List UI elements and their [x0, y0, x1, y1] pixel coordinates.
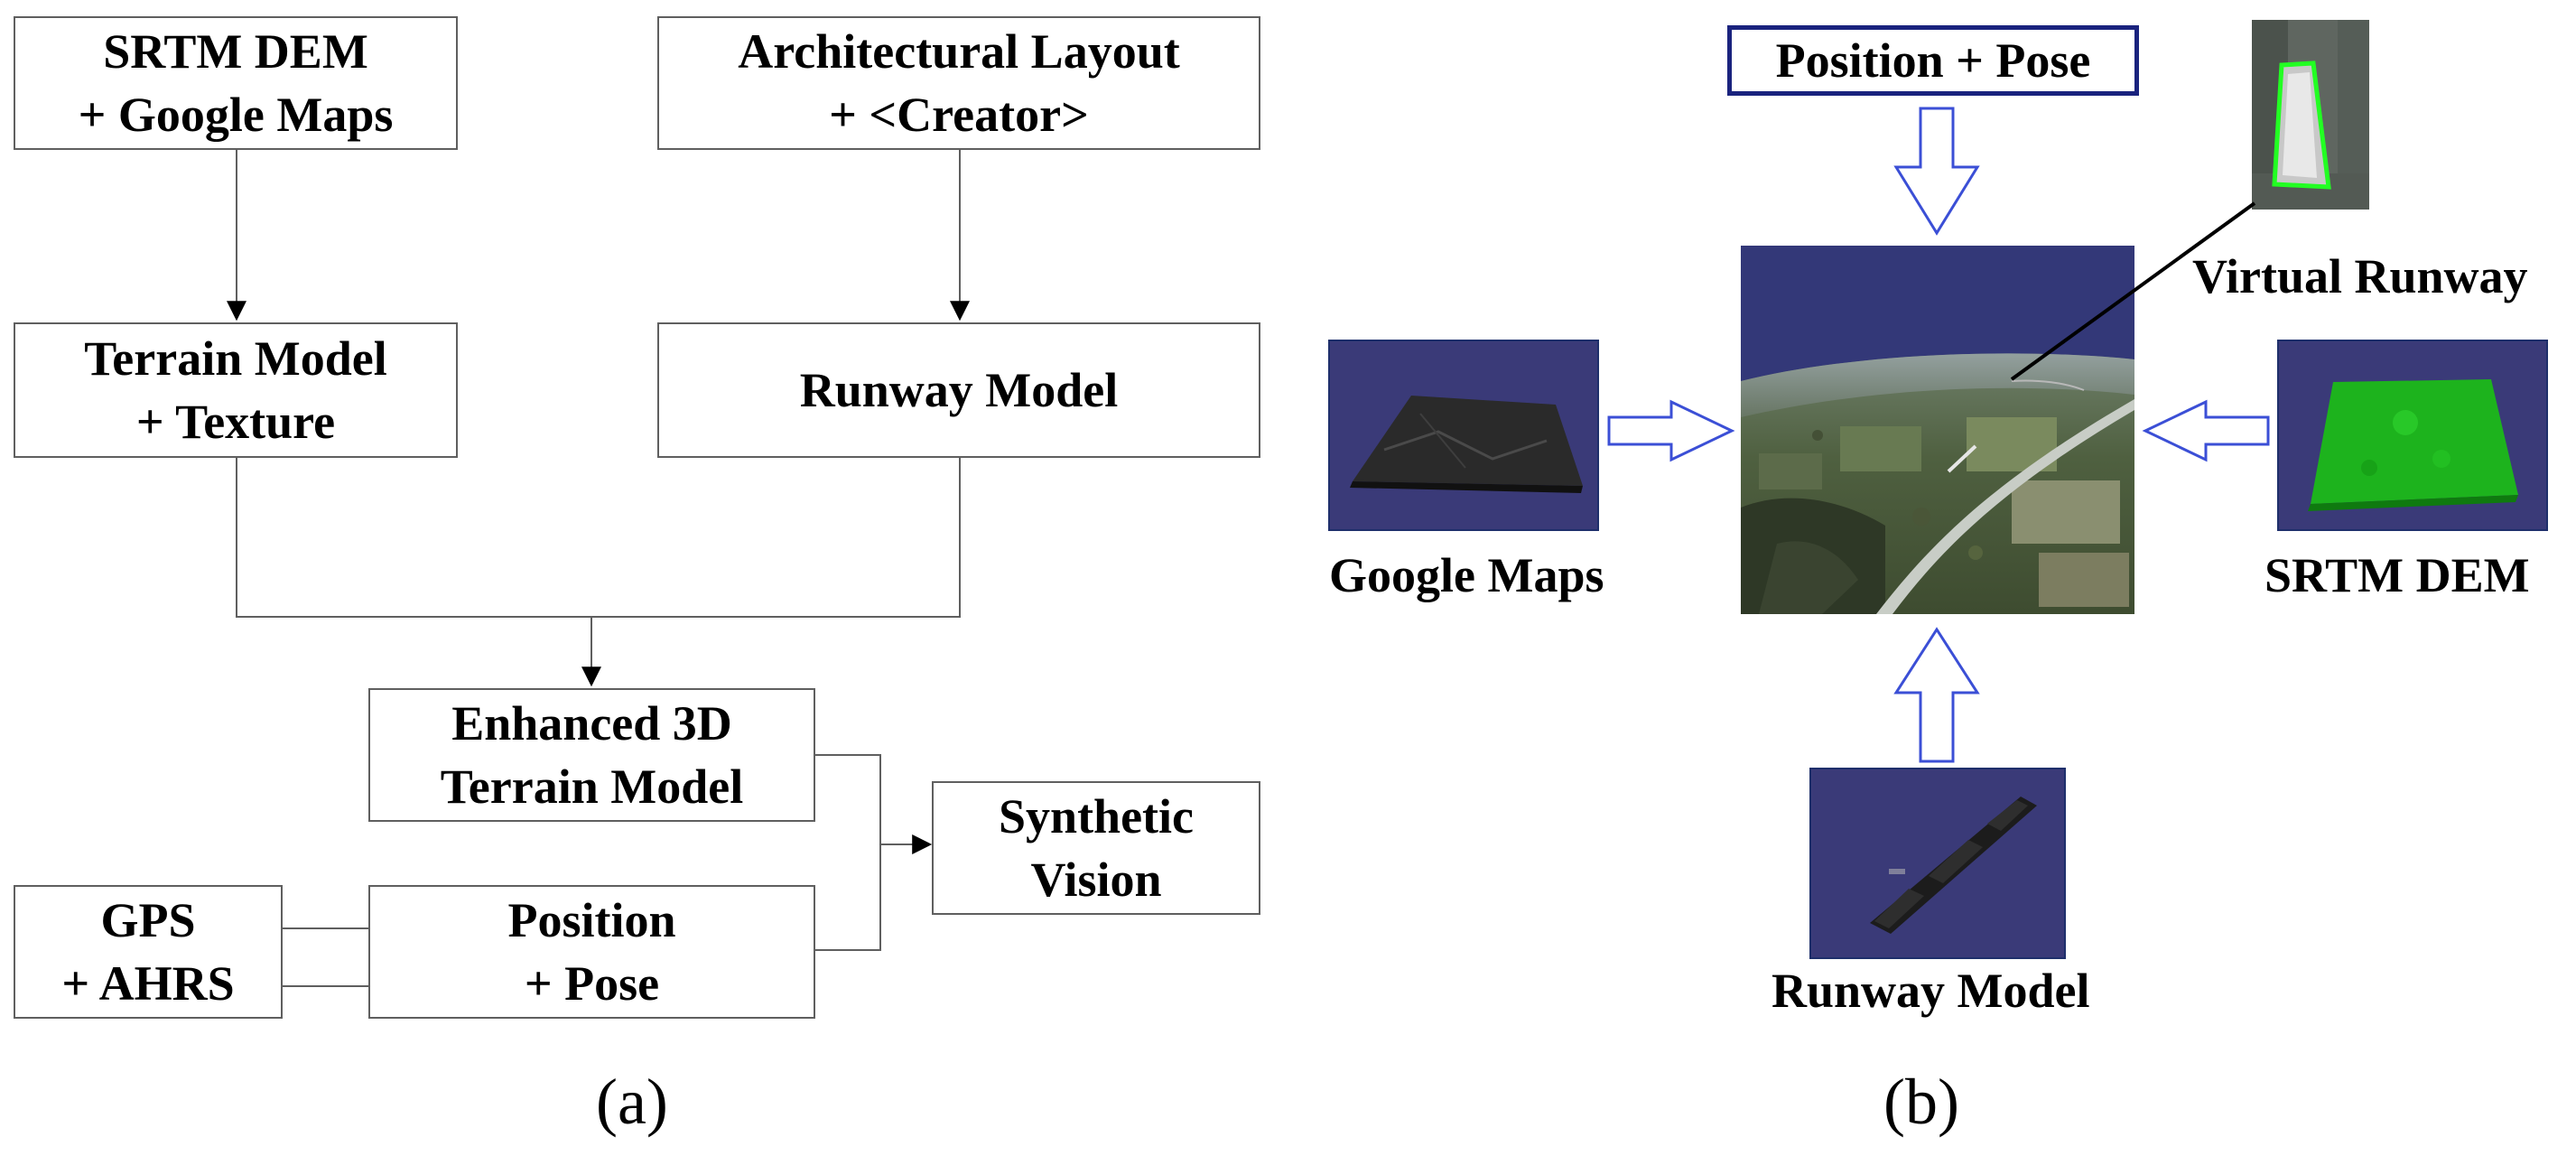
virtual-runway-image: [2252, 20, 2369, 210]
box-terrain-model: Terrain Model + Texture: [14, 322, 458, 458]
arrow-srtm-left: [2142, 399, 2270, 462]
srtm-dem-image: [2279, 341, 2546, 529]
google-maps-image: [1330, 341, 1597, 529]
position-pose-box: Position + Pose: [1727, 25, 2139, 96]
caption-b: (b): [1883, 1066, 1959, 1138]
box-runway-model-line1: Runway Model: [799, 363, 1119, 417]
virtual-runway-label: Virtual Runway: [2192, 249, 2528, 303]
box-position-pose-line2: + Pose: [524, 956, 660, 1011]
box-architectural-layout-line2: + <Creator>: [829, 88, 1089, 142]
connector-pose-to-vision: [815, 844, 881, 951]
box-gps-ahrs-line2: + AHRS: [61, 956, 235, 1011]
arrow-pose-down: [1893, 107, 1980, 236]
synthetic-view-image: [1741, 246, 2134, 614]
box-srtm-google-line2: + Google Maps: [78, 88, 394, 142]
arrow-runway-up: [1893, 627, 1980, 763]
box-enhanced-3d-line2: Terrain Model: [440, 760, 744, 814]
position-pose-label: Position + Pose: [1775, 33, 2091, 88]
srtm-dem-label: SRTM DEM: [2264, 548, 2530, 602]
caption-a: (a): [596, 1066, 668, 1138]
box-enhanced-3d-terrain: Enhanced 3D Terrain Model: [368, 688, 815, 822]
box-position-pose-line1: Position: [507, 893, 676, 947]
box-gps-ahrs: GPS + AHRS: [14, 885, 283, 1019]
box-architectural-layout-line1: Architectural Layout: [738, 24, 1180, 79]
box-enhanced-3d-line1: Enhanced 3D: [451, 696, 732, 750]
box-terrain-model-line2: + Texture: [135, 395, 336, 449]
box-synthetic-vision: Synthetic Vision: [932, 781, 1260, 915]
box-gps-ahrs-line1: GPS: [100, 893, 196, 947]
virtual-runway-thumbnail: [2252, 20, 2369, 210]
box-architectural-layout: Architectural Layout + <Creator>: [657, 16, 1260, 150]
box-srtm-google-line1: SRTM DEM: [103, 24, 368, 79]
box-runway-model: Runway Model: [657, 322, 1260, 458]
google-maps-label: Google Maps: [1329, 548, 1604, 602]
box-srtm-google: SRTM DEM + Google Maps: [14, 16, 458, 150]
virtual-runway-leader-line: [2010, 201, 2256, 381]
synthetic-view-scene: [1741, 246, 2134, 614]
box-synthetic-vision-line2: Vision: [1030, 853, 1162, 907]
runway-model-label: Runway Model: [1772, 964, 2090, 1018]
google-maps-tile: [1328, 340, 1599, 531]
arrow-google-right: [1607, 399, 1735, 462]
connector-enhanced-to-vision: [815, 754, 881, 844]
box-synthetic-vision-line1: Synthetic: [999, 789, 1194, 843]
srtm-dem-tile: [2277, 340, 2548, 531]
box-terrain-model-line1: Terrain Model: [84, 331, 387, 386]
box-position-pose: Position + Pose: [368, 885, 815, 1019]
runway-model-tile: [1809, 768, 2066, 959]
connector-models-merge: [236, 456, 961, 618]
runway-model-image: [1811, 769, 2064, 957]
